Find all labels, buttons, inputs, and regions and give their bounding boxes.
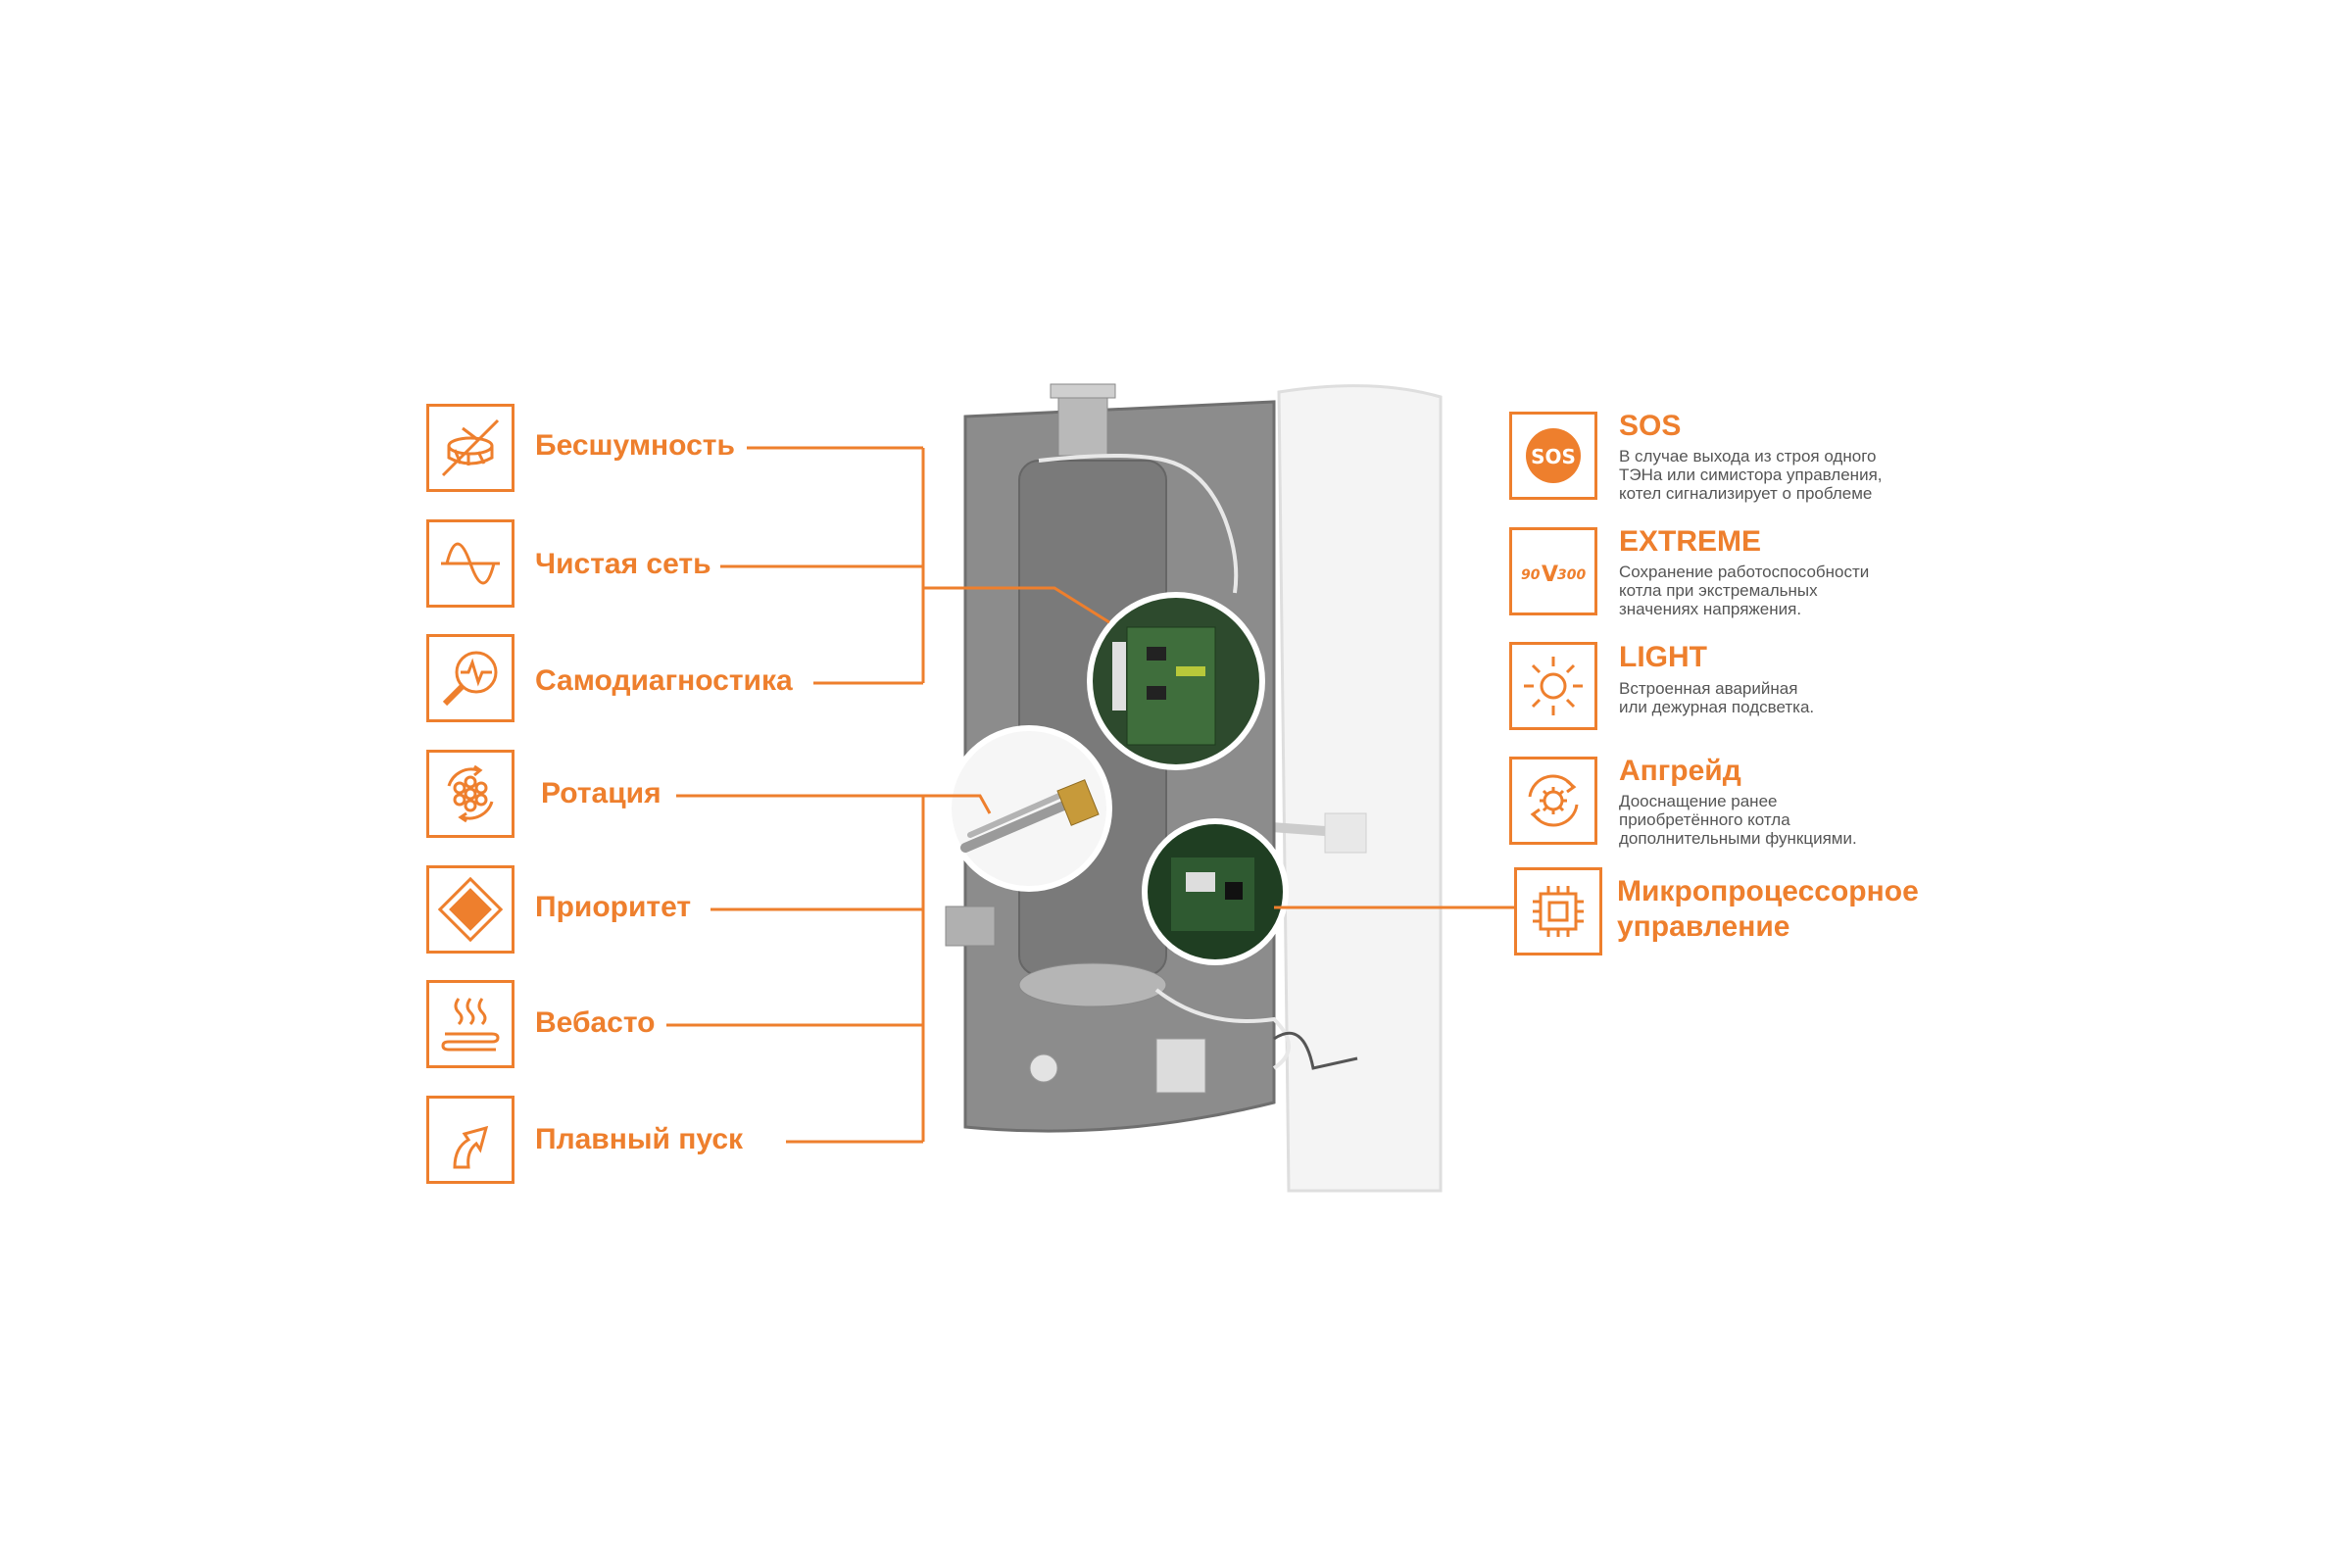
left-label-4: Приоритет xyxy=(529,891,698,924)
sun-icon xyxy=(1509,642,1597,730)
voltage-range-icon: 90 V 300 xyxy=(1509,527,1597,615)
right-title-3: Апгрейд xyxy=(1619,755,1741,787)
left-label-6: Плавный пуск xyxy=(529,1123,750,1156)
left-label-0: Бесшумность xyxy=(529,429,741,463)
voltage-min-text: 90 xyxy=(1521,567,1541,583)
sine-wave-icon xyxy=(426,519,514,608)
left-label-5: Вебасто xyxy=(529,1006,662,1040)
sos-icon: SOS xyxy=(1509,412,1597,500)
right-title-1: EXTREME xyxy=(1619,525,1762,558)
voltage-unit-text: V xyxy=(1542,563,1558,587)
drum-crossed-icon xyxy=(426,404,514,492)
sos-icon-text: SOS xyxy=(1531,445,1576,468)
left-label-1: Чистая сеть xyxy=(529,548,717,581)
magnifier-pulse-icon xyxy=(426,634,514,722)
boiler-door xyxy=(1277,384,1443,1193)
left-label-2: Самодиагностика xyxy=(529,664,799,698)
right-title-2: LIGHT xyxy=(1619,641,1707,673)
left-connector-lines xyxy=(666,446,1110,1144)
left-label-3: Ротация xyxy=(535,777,667,810)
microchip-icon xyxy=(1514,867,1602,956)
gear-refresh-icon xyxy=(1509,757,1597,845)
priority-diamond-icon xyxy=(426,865,514,954)
heating-waves-icon xyxy=(426,980,514,1068)
voltage-max-text: 300 xyxy=(1557,567,1586,583)
right-title-0: SOS xyxy=(1619,410,1682,442)
soft-start-arrow-icon xyxy=(426,1096,514,1184)
rotation-cycle-icon xyxy=(426,750,514,838)
